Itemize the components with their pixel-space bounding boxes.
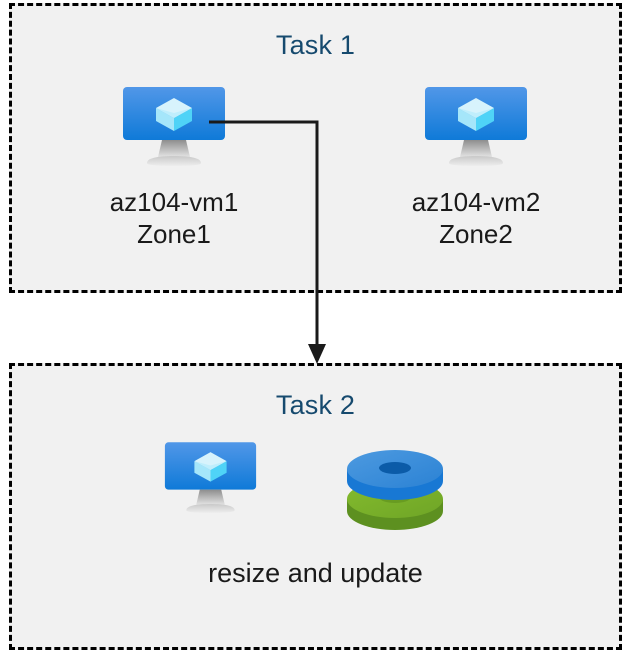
azure-virtual-machine-icon: [424, 86, 528, 169]
vm-zone-label-1: Zone1: [137, 219, 211, 249]
azure-virtual-machine-icon: [164, 441, 257, 516]
task-2-title: Task 2: [275, 390, 356, 420]
task-2-caption: resize and update: [208, 558, 423, 588]
task-2-icon-row: [12, 441, 619, 541]
vm-name-label-1: az104-vm1: [109, 187, 239, 217]
task-2-container: Task 2: [9, 363, 622, 650]
azure-virtual-machine-icon: [122, 86, 226, 169]
vm-node-az104-vm2[interactable]: az104-vm2 Zone2: [371, 86, 581, 250]
task-1-title: Task 1: [275, 30, 356, 60]
vm-label-group-2: az104-vm2 Zone2: [371, 186, 581, 250]
azure-disks-icon: [345, 449, 446, 532]
vm-zone-label-2: Zone2: [439, 219, 513, 249]
task-1-container: Task 1: [9, 3, 622, 293]
vm-node-az104-vm1[interactable]: az104-vm1 Zone1: [69, 86, 279, 250]
vm-label-group-1: az104-vm1 Zone1: [69, 186, 279, 250]
vm-name-label-2: az104-vm2: [411, 187, 541, 217]
